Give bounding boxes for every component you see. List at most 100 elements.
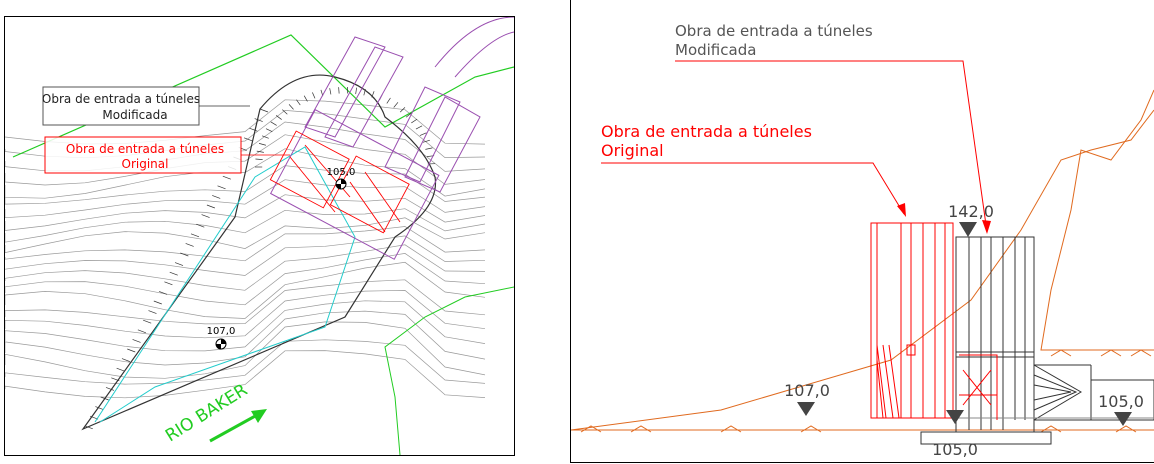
terrain-contours — [5, 99, 486, 399]
terrain-profile — [571, 89, 1154, 433]
label-modified-box: Obra de entrada a túneles Modificada — [42, 86, 250, 126]
plan-label-modified-line2: Modificada — [102, 108, 167, 122]
hachure-mark — [169, 271, 178, 276]
hachure-mark — [201, 214, 210, 218]
hachure-mark — [371, 91, 375, 98]
hachure-mark — [254, 118, 263, 122]
hachure-mark — [100, 396, 109, 401]
hachure-mark — [121, 358, 131, 362]
hachure-mark — [185, 243, 194, 247]
plan-elev-lower: 107,0 — [207, 326, 236, 337]
hachure-mark — [386, 97, 391, 104]
hachure-mark — [111, 377, 120, 382]
hachure-mark — [206, 204, 216, 209]
plan-label-original-line2: Original — [122, 157, 169, 171]
hachure-mark — [256, 150, 264, 153]
elevation-marker-bottom: 105,0 — [932, 410, 978, 459]
contour-line — [5, 290, 486, 339]
hachure-mark — [222, 175, 231, 180]
hachure-mark — [338, 87, 340, 94]
section-elev-right: 105,0 — [1098, 392, 1144, 411]
slope-hachures — [84, 87, 435, 430]
contour-line — [5, 235, 486, 276]
plan-view-panel: Obra de entrada a túneles Modificada Obr… — [4, 16, 515, 456]
hachure-mark — [415, 125, 423, 130]
hachure-mark — [148, 310, 157, 314]
plan-label-original-line1: Obra de entrada a túneles — [66, 142, 224, 156]
hachure-mark — [425, 147, 433, 150]
contour-line — [5, 179, 486, 219]
section-elev-bottom: 105,0 — [932, 440, 978, 459]
hachure-mark — [355, 87, 357, 95]
section-elev-top: 142,0 — [948, 202, 994, 221]
hachure-mark — [329, 88, 332, 95]
hachure-mark — [258, 143, 266, 146]
leader-original — [601, 162, 905, 215]
hachure-mark — [180, 252, 189, 257]
hachure-mark — [419, 132, 427, 136]
leader-original-arrowhead — [897, 203, 906, 217]
excavation-outline — [81, 74, 437, 431]
modified-structure-section — [871, 236, 1154, 445]
section-view-panel: Obra de entrada a túneles Modificada Obr… — [570, 0, 1154, 463]
section-label-original-line2: Original — [601, 141, 664, 160]
hachure-mark — [261, 135, 269, 139]
hachure-mark — [217, 185, 226, 190]
hachure-mark — [116, 367, 125, 372]
hachure-mark — [282, 109, 288, 115]
contour-line — [5, 310, 486, 366]
section-label-original-line1: Obra de entrada a túneles — [601, 122, 812, 141]
hachure-mark — [196, 223, 205, 228]
property-boundary-line — [12, 34, 514, 158]
hachure-mark — [411, 118, 418, 124]
contour-line — [5, 244, 486, 291]
channel-outline-cyan — [94, 146, 356, 423]
hachure-mark — [303, 95, 308, 102]
hachure-mark — [95, 406, 104, 410]
hachure-mark — [158, 291, 168, 295]
contour-line — [5, 339, 486, 385]
hachure-mark — [399, 107, 406, 113]
elevation-marker-lower: 107,0 — [207, 326, 236, 350]
plan-label-modified-line1: Obra de entrada a túneles — [42, 92, 200, 106]
hachure-mark — [270, 121, 277, 126]
hachure-mark — [405, 112, 412, 118]
flow-direction-arrow — [209, 409, 267, 443]
contour-line — [5, 194, 486, 231]
hachure-mark — [137, 329, 146, 334]
contour-line — [5, 165, 486, 205]
hachure-mark — [174, 262, 184, 266]
tunnel-structures — [269, 17, 514, 260]
contour-line — [5, 300, 486, 352]
hachure-mark — [132, 339, 141, 343]
contour-line — [5, 208, 486, 243]
hachure-mark — [288, 104, 294, 110]
hachure-mark — [153, 300, 162, 305]
hachure-mark — [127, 348, 136, 353]
hachure-mark — [296, 99, 301, 106]
contour-line — [5, 253, 486, 306]
contour-line — [5, 226, 486, 262]
hachure-mark — [259, 108, 269, 113]
hachure-mark — [84, 425, 93, 430]
hachure-mark — [363, 89, 366, 96]
elevation-marker-left: 107,0 — [784, 381, 830, 416]
hachure-mark — [143, 319, 152, 324]
hachure-mark — [265, 128, 273, 133]
elevation-marker-top: 142,0 — [948, 202, 994, 237]
hachure-mark — [275, 115, 282, 120]
hachure-mark — [249, 127, 258, 132]
hachure-mark — [312, 92, 316, 99]
hachure-mark — [190, 233, 200, 238]
contour-line — [5, 321, 486, 379]
section-elev-left: 107,0 — [784, 381, 830, 400]
section-view-drawing: Obra de entrada a túneles Modificada Obr… — [571, 22, 1154, 459]
elevation-marker-right: 105,0 — [1098, 392, 1144, 426]
leader-modified — [675, 60, 988, 233]
section-label-modified-line2: Modificada — [675, 41, 756, 59]
hachure-mark — [393, 102, 399, 108]
original-structure-section — [870, 222, 998, 420]
label-original-box: Obra de entrada a túneles Original — [44, 136, 290, 174]
hachure-mark — [105, 387, 115, 391]
contour-line — [5, 350, 486, 399]
